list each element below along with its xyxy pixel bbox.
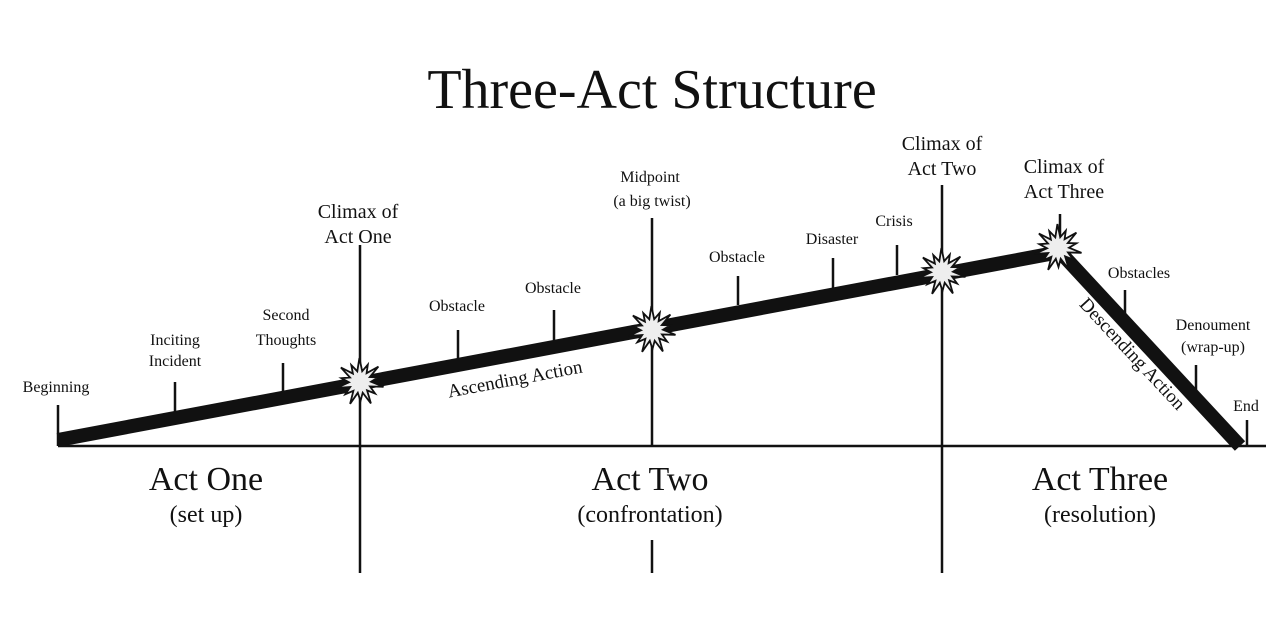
label-denouement-2: (wrap-up) xyxy=(1181,339,1245,356)
label-descending-action: Descending Action xyxy=(1075,294,1190,415)
act-one-title: Act One xyxy=(149,461,263,498)
starburst-climax-one xyxy=(336,357,384,405)
diagram-title: Three-Act Structure xyxy=(427,59,876,121)
label-obstacle-1: Obstacle xyxy=(429,298,485,315)
label-end: End xyxy=(1233,398,1259,415)
label-inciting-2: Incident xyxy=(149,353,202,370)
label-climax-one-1: Climax of xyxy=(318,201,399,223)
act-three-title: Act Three xyxy=(1032,461,1168,498)
starburst-midpoint xyxy=(628,305,676,353)
label-obstacles: Obstacles xyxy=(1108,265,1170,282)
story-arc-line xyxy=(56,244,1246,451)
label-beginning: Beginning xyxy=(23,379,90,396)
starburst-climax-three xyxy=(1034,223,1082,271)
label-climax-three-1: Climax of xyxy=(1024,156,1105,178)
label-climax-three-2: Act Three xyxy=(1024,181,1104,203)
act-two-title: Act Two xyxy=(592,461,709,498)
label-inciting-1: Inciting xyxy=(150,332,200,349)
label-climax-one-2: Act One xyxy=(324,226,391,248)
label-obstacle-2: Obstacle xyxy=(525,280,581,297)
act-two-subtitle: (confrontation) xyxy=(577,502,722,528)
label-denouement-1: Denoument xyxy=(1176,317,1251,334)
act-three-subtitle: (resolution) xyxy=(1044,502,1156,528)
starburst-climax-two xyxy=(918,247,966,295)
label-midpoint-2: (a big twist) xyxy=(613,193,690,210)
label-second-1: Second xyxy=(262,307,309,324)
label-second-2: Thoughts xyxy=(256,332,316,349)
label-crisis: Crisis xyxy=(875,213,912,230)
label-climax-two-1: Climax of xyxy=(902,133,983,155)
label-midpoint-1: Midpoint xyxy=(620,169,680,186)
act-one-subtitle: (set up) xyxy=(170,502,243,528)
label-disaster: Disaster xyxy=(806,231,859,248)
label-obstacle-3: Obstacle xyxy=(709,249,765,266)
label-climax-two-2: Act Two xyxy=(908,158,977,180)
starbursts xyxy=(336,223,1082,405)
